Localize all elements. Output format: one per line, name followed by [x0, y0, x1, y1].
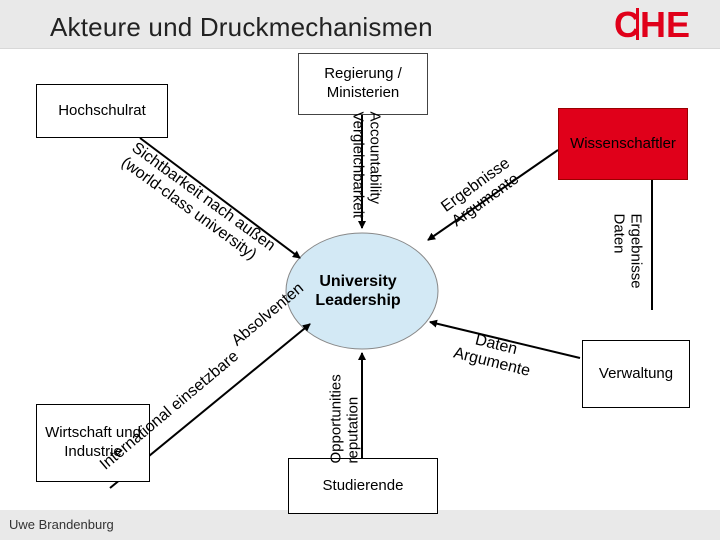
verwaltung-label: Verwaltung [598, 364, 674, 382]
wirtschaft-label-line2: Industrie [64, 443, 122, 460]
title-bar [0, 0, 720, 49]
university-leadership-ellipse [285, 232, 439, 350]
accountability-line1: Accountability [366, 111, 384, 205]
accountability-line2: Vergleichbarkeit [350, 111, 367, 219]
hochschulrat-node: Hochschulrat [36, 84, 168, 138]
opportunities-line1: Opportunities [327, 374, 345, 464]
author-name: Uwe Brandenburg [9, 517, 114, 532]
arrow-verwaltung-to-leadership [429, 319, 581, 359]
opportunities-line2: reputation [344, 396, 361, 464]
studierende-label: Studierende [322, 476, 404, 494]
studierende-node: Studierende [288, 458, 438, 514]
regierung-ministerien-node: Regierung / Ministerien [298, 53, 428, 115]
hochschulrat-label: Hochschulrat [58, 101, 146, 119]
che-logo: CHE [614, 6, 690, 42]
opportunities-edge-label: Opportunities reputation [327, 354, 362, 464]
university-leadership-label: University Leadership [298, 272, 418, 310]
ergebnisse-daten-line1: Ergebnisse [627, 213, 645, 289]
wissenschaftler-label: Wissenschaftler [570, 134, 676, 152]
regierung-label-line1: Regierung / [324, 65, 402, 83]
arrow-hochschulrat-to-leadership [139, 137, 301, 259]
wirtschaft-label-line1: Wirtschaft und [45, 424, 141, 442]
slide-title: Akteure und Druckmechanismen [50, 12, 433, 42]
wirtschaft-industrie-node: Wirtschaft und Industrie [36, 404, 150, 482]
wissenschaftler-node: Wissenschaftler [558, 108, 688, 180]
regierung-label-line2: Ministerien [326, 84, 400, 101]
ergebnisse-daten-line2: Daten [611, 213, 628, 254]
ergebnisse-daten-edge-label: Ergebnisse Daten [611, 213, 645, 304]
university-label-line2: Leadership [315, 292, 401, 310]
arrow-wissenschaftler-to-leadership [427, 149, 559, 241]
accountability-edge-label: Accountability Vergleichbarkeit [350, 111, 384, 252]
verwaltung-node: Verwaltung [582, 340, 690, 408]
university-label-line1: University [319, 273, 397, 290]
footer-bar [0, 510, 720, 540]
logo-text: CHE [614, 6, 690, 42]
